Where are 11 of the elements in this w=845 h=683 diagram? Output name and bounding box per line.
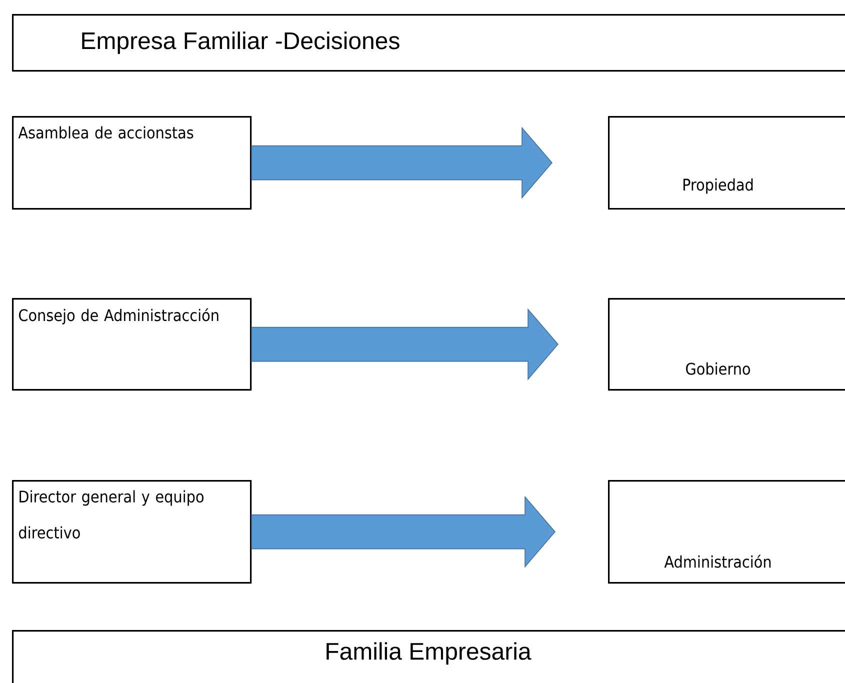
source-box: Asamblea de accionstas bbox=[12, 116, 252, 210]
target-box: Administración bbox=[608, 480, 845, 584]
title-banner: Empresa Familiar -Decisiones bbox=[12, 14, 845, 72]
block-arrow bbox=[251, 126, 553, 199]
source-box: Consejo de Administracción bbox=[12, 298, 252, 391]
block-arrow bbox=[251, 308, 559, 380]
source-box: Director general y equipo directivo bbox=[12, 480, 252, 584]
footer-banner: Familia Empresaria bbox=[12, 630, 845, 683]
target-box: Propiedad bbox=[608, 116, 845, 210]
target-box: Gobierno bbox=[608, 298, 845, 391]
block-arrow bbox=[251, 496, 556, 568]
